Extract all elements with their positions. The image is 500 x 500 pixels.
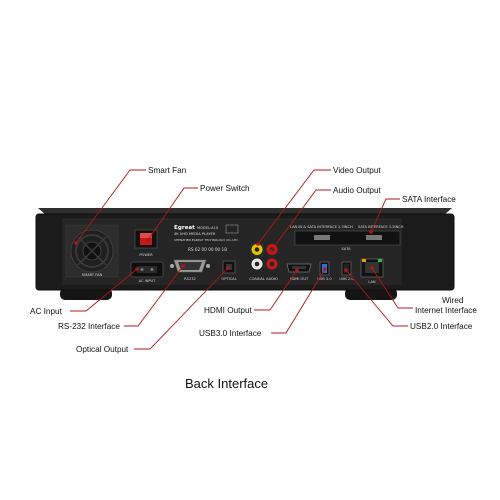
media-player-device: SMART FAN POWER AC INPUT Egreat MODEL:A1…: [35, 208, 455, 300]
callout-labels: Smart Fan Power Switch Video Output Audi…: [30, 166, 477, 354]
power-port-label: POWER: [139, 253, 153, 257]
leader-wired-internet: [371, 267, 413, 309]
leader-rs232: [124, 265, 184, 327]
callout-ac-input: AC Input: [30, 307, 63, 316]
leader-usb3: [271, 268, 326, 334]
video-output-port: [250, 243, 264, 256]
optical-port-label: OPTICAL: [221, 277, 236, 281]
ac-port-label: AC INPUT: [139, 279, 157, 283]
optical-port: OPTICAL: [221, 260, 237, 281]
leader-hdmi: [254, 269, 298, 311]
device-info-label: Egreat MODEL:A10 4K UHD MEDIA PLAYER SHE…: [174, 224, 238, 252]
sata-note: LAN IN & SATA INTERFACE 2.5INCH: [290, 225, 353, 229]
coaxial-port-label: COAXIAL: [249, 277, 265, 281]
smart-fan: SMART FAN: [65, 224, 119, 278]
callout-sata-interface: SATA Interface: [402, 195, 456, 204]
product-subtitle: 4K UHD MEDIA PLAYER: [174, 232, 216, 236]
callout-usb2-interface: USB2.0 Interface: [410, 322, 473, 331]
callout-smart-fan: Smart Fan: [148, 166, 187, 175]
sata-note-2: SATA INTERFACE 3.5INCH: [358, 225, 404, 229]
sata-bay: LAN IN & SATA INTERFACE 2.5INCH SATA INT…: [290, 225, 404, 251]
sata-port-label: SATA: [342, 247, 351, 251]
leader-lines: [70, 169, 413, 350]
usb3-port-label: USB 3.0: [317, 277, 332, 281]
usb2-port-label: USB 2.0: [339, 277, 354, 281]
callout-video-output: Video Output: [333, 166, 381, 175]
leader-power-switch: [147, 187, 198, 241]
fan-port-label: SMART FAN: [82, 273, 103, 277]
device-top-edge: [38, 208, 452, 215]
maker-line: SHENZHEN EGREAT TECHNOLOGY CO.,LTD: [174, 238, 238, 242]
lan-port-label: LAN: [368, 280, 376, 284]
leader-smart-fan: [75, 169, 146, 244]
leader-usb2: [345, 269, 408, 327]
callout-power-switch: Power Switch: [200, 184, 250, 193]
rs232-port: RS232: [170, 259, 210, 281]
leader-sata-interface: [370, 198, 400, 233]
model-name: MODEL:A10: [197, 226, 219, 230]
hdmi-output-port: HDMI OUT: [286, 263, 312, 281]
leader-audio-output: [270, 189, 331, 252]
diagram-caption: Back Interface: [185, 376, 268, 391]
leader-video-output: [257, 169, 331, 245]
mac-line: RS 62 00 00 00 1B: [188, 247, 227, 252]
callout-wired-internet-line2: Internet Interface: [415, 306, 477, 315]
leader-optical: [134, 267, 229, 350]
device-foot-right: [345, 288, 397, 300]
callout-wired-internet-line1: Wired: [442, 296, 464, 305]
callout-audio-output: Audio Output: [333, 186, 382, 195]
callout-optical-output: Optical Output: [76, 345, 129, 354]
callout-usb3-interface: USB3.0 Interface: [199, 329, 262, 338]
callout-rs232-interface: RS-232 Interface: [58, 322, 120, 331]
audio-port-label: AUDIO: [266, 277, 278, 281]
callout-hdmi-output: HDMI Output: [204, 306, 252, 315]
hdmi-port-label: HDMI OUT: [290, 277, 309, 281]
brand-name: Egreat: [174, 225, 195, 231]
rs232-port-label: RS232: [184, 277, 196, 281]
device-foot-left: [60, 288, 112, 300]
leader-ac-input: [70, 268, 138, 312]
ac-input-port: AC INPUT: [130, 261, 164, 283]
